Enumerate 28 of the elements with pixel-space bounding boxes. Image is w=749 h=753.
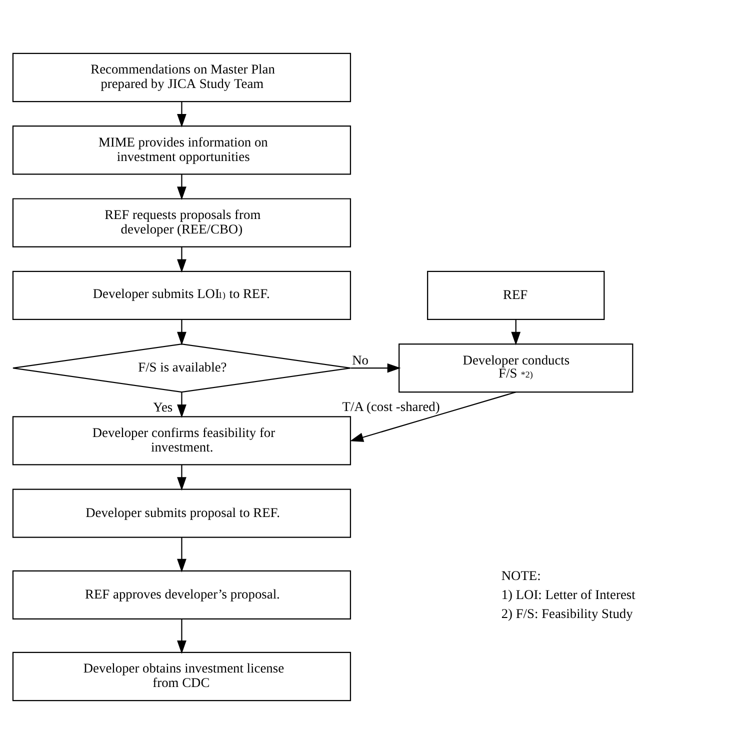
node-box: REF approves developer’s proposal. — [12, 570, 352, 619]
label: 1) LOI: Letter of Interest — [501, 586, 636, 602]
node-box: Developer obtains investment license from CDC — [12, 651, 352, 701]
edge-label: Yes — [153, 399, 173, 414]
arrow — [177, 319, 186, 345]
label: 2) F/S: Feasibility Study — [501, 605, 633, 620]
node-box: MIME provides information on investment opportunities — [12, 125, 352, 174]
arrow — [177, 392, 186, 418]
label: NOTE: — [501, 567, 541, 582]
edge-label: No — [352, 352, 369, 367]
node-box: REF requests proposals from developer (REE/CBO) — [12, 198, 352, 247]
arrow — [511, 319, 521, 345]
node-box: Developer confirms feasibility for investment. — [12, 416, 352, 465]
node-box: Developer conducts F/S *2) — [398, 342, 634, 392]
edge-label: T/A (cost -shared) — [342, 398, 440, 414]
arrow — [350, 391, 516, 442]
node-box: Recommendations on Master Plan prepared by JICA Study Team — [12, 52, 352, 102]
node-box: Developer submits proposal to REF. — [12, 488, 352, 538]
arrow — [177, 536, 186, 572]
node-diamond: F/S is available? — [12, 342, 352, 392]
node-box: REF — [427, 270, 605, 320]
arrow — [177, 618, 186, 654]
arrow — [177, 101, 186, 127]
arrow — [177, 464, 186, 490]
node-box: Developer submits LOI1) to REF. — [12, 270, 352, 320]
arrow — [177, 246, 186, 272]
arrow — [177, 174, 186, 200]
arrow — [350, 362, 401, 372]
